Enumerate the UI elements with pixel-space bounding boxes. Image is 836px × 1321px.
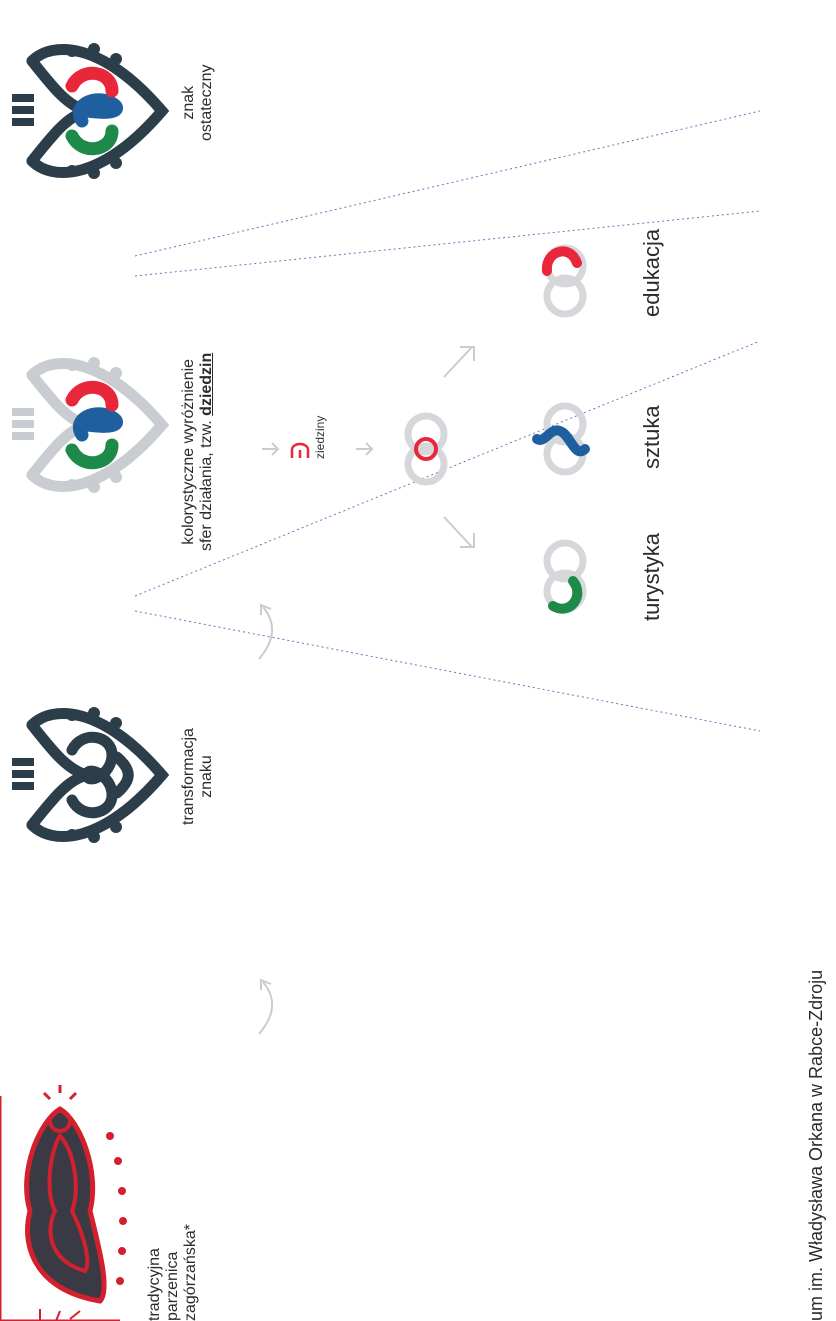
dziedziny-label: ziedziny: [313, 415, 327, 459]
footer-text: um im. Władysława Orkana w Rabce-Zdroju: [806, 969, 826, 1321]
arrow-icon: [258, 603, 273, 660]
transformation-label: transformacja znaku: [180, 728, 215, 825]
dziedziny-logo: ziedziny: [288, 416, 348, 475]
drop-swirl-icon: [404, 412, 448, 486]
arrow-icon: [356, 442, 374, 456]
domain-icon-edukacja: [541, 244, 587, 318]
traditional-label: tradycyjna parzenica zagórzańska*: [146, 1224, 199, 1321]
arrow-icon: [443, 516, 475, 548]
heart-knot-logo-icon: [12, 43, 170, 179]
domains-intro-label: kolorystyczne wyróżnienie sfer działania…: [180, 352, 215, 551]
final-label: znak ostateczny: [180, 64, 215, 141]
embroidery-motif-icon: [0, 1085, 127, 1321]
arrow-icon: [258, 978, 273, 1035]
domain-label-edukacja: edukacja: [639, 228, 664, 317]
domain-icon-turystyka: [543, 539, 587, 614]
arrow-icon: [262, 442, 280, 456]
arrow-icon: [443, 346, 475, 378]
heart-knot-logo-icon: [12, 707, 170, 843]
heart-knot-logo-icon: [12, 357, 170, 493]
domain-label-sztuka: sztuka: [639, 405, 664, 469]
domain-label-turystyka: turystyka: [639, 532, 664, 621]
dziedziny-d-icon: [290, 442, 310, 458]
domain-icon-sztuka: [532, 402, 590, 476]
